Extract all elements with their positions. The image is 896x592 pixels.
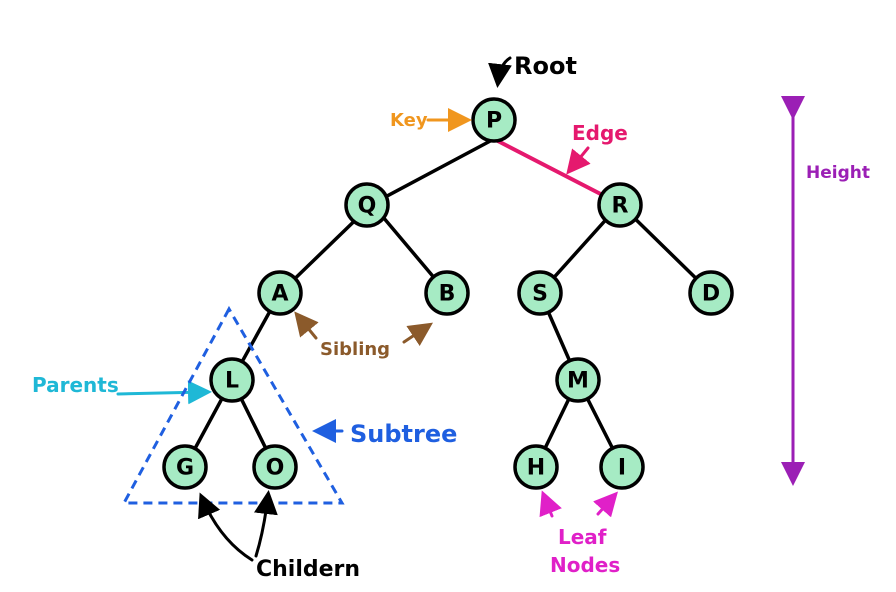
leaf-arrow-right: [593, 491, 618, 518]
edge-P-R-highlighted: [492, 137, 622, 206]
edge-arrow: [566, 146, 591, 175]
svg-text:G: G: [176, 456, 194, 481]
node-A: A: [257, 270, 303, 316]
node-B: B: [424, 270, 470, 316]
svg-text:R: R: [612, 194, 629, 219]
sibling-arrow-right: [402, 322, 433, 346]
parents-label: Parents: [32, 373, 119, 397]
svg-text:S: S: [532, 282, 548, 307]
parents-arrow: [116, 380, 212, 405]
svg-text:M: M: [567, 369, 589, 394]
subtree-label: Subtree: [350, 420, 457, 448]
sibling-label: Sibling: [320, 339, 390, 360]
sibling-arrow-left: [294, 311, 319, 340]
leaf-label-line1: Leaf: [558, 525, 607, 549]
svg-text:O: O: [266, 456, 285, 481]
node-H: H: [513, 444, 559, 490]
node-G: G: [162, 444, 208, 490]
node-L: L: [209, 357, 255, 403]
node-I: I: [599, 444, 645, 490]
svg-text:H: H: [527, 456, 545, 481]
node-S: S: [517, 270, 563, 316]
edge-P-Q: [370, 137, 496, 206]
subtree-triangle: [121, 305, 345, 505]
svg-text:B: B: [439, 282, 456, 307]
svg-text:D: D: [702, 282, 720, 307]
children-arrow-left: [198, 492, 254, 562]
svg-text:P: P: [486, 109, 502, 134]
node-D: D: [688, 270, 734, 316]
key-label: Key: [390, 110, 428, 131]
svg-text:A: A: [271, 282, 288, 307]
height-label: Height: [806, 163, 870, 183]
node-R: R: [597, 182, 643, 228]
node-O: O: [252, 444, 298, 490]
node-P: P: [471, 97, 517, 143]
svg-text:I: I: [618, 456, 626, 481]
children-arrow-right: [253, 490, 278, 558]
leaf-label-line2: Nodes: [550, 553, 620, 577]
node-M: M: [555, 357, 601, 403]
children-label: Childern: [256, 557, 360, 582]
node-Q: Q: [344, 182, 390, 228]
svg-text:L: L: [225, 369, 239, 394]
leaf-arrow-left: [539, 490, 562, 518]
svg-text:Q: Q: [358, 194, 377, 219]
root-label: Root: [514, 52, 577, 80]
root-arrow: [488, 56, 512, 88]
edge-label: Edge: [572, 121, 628, 145]
